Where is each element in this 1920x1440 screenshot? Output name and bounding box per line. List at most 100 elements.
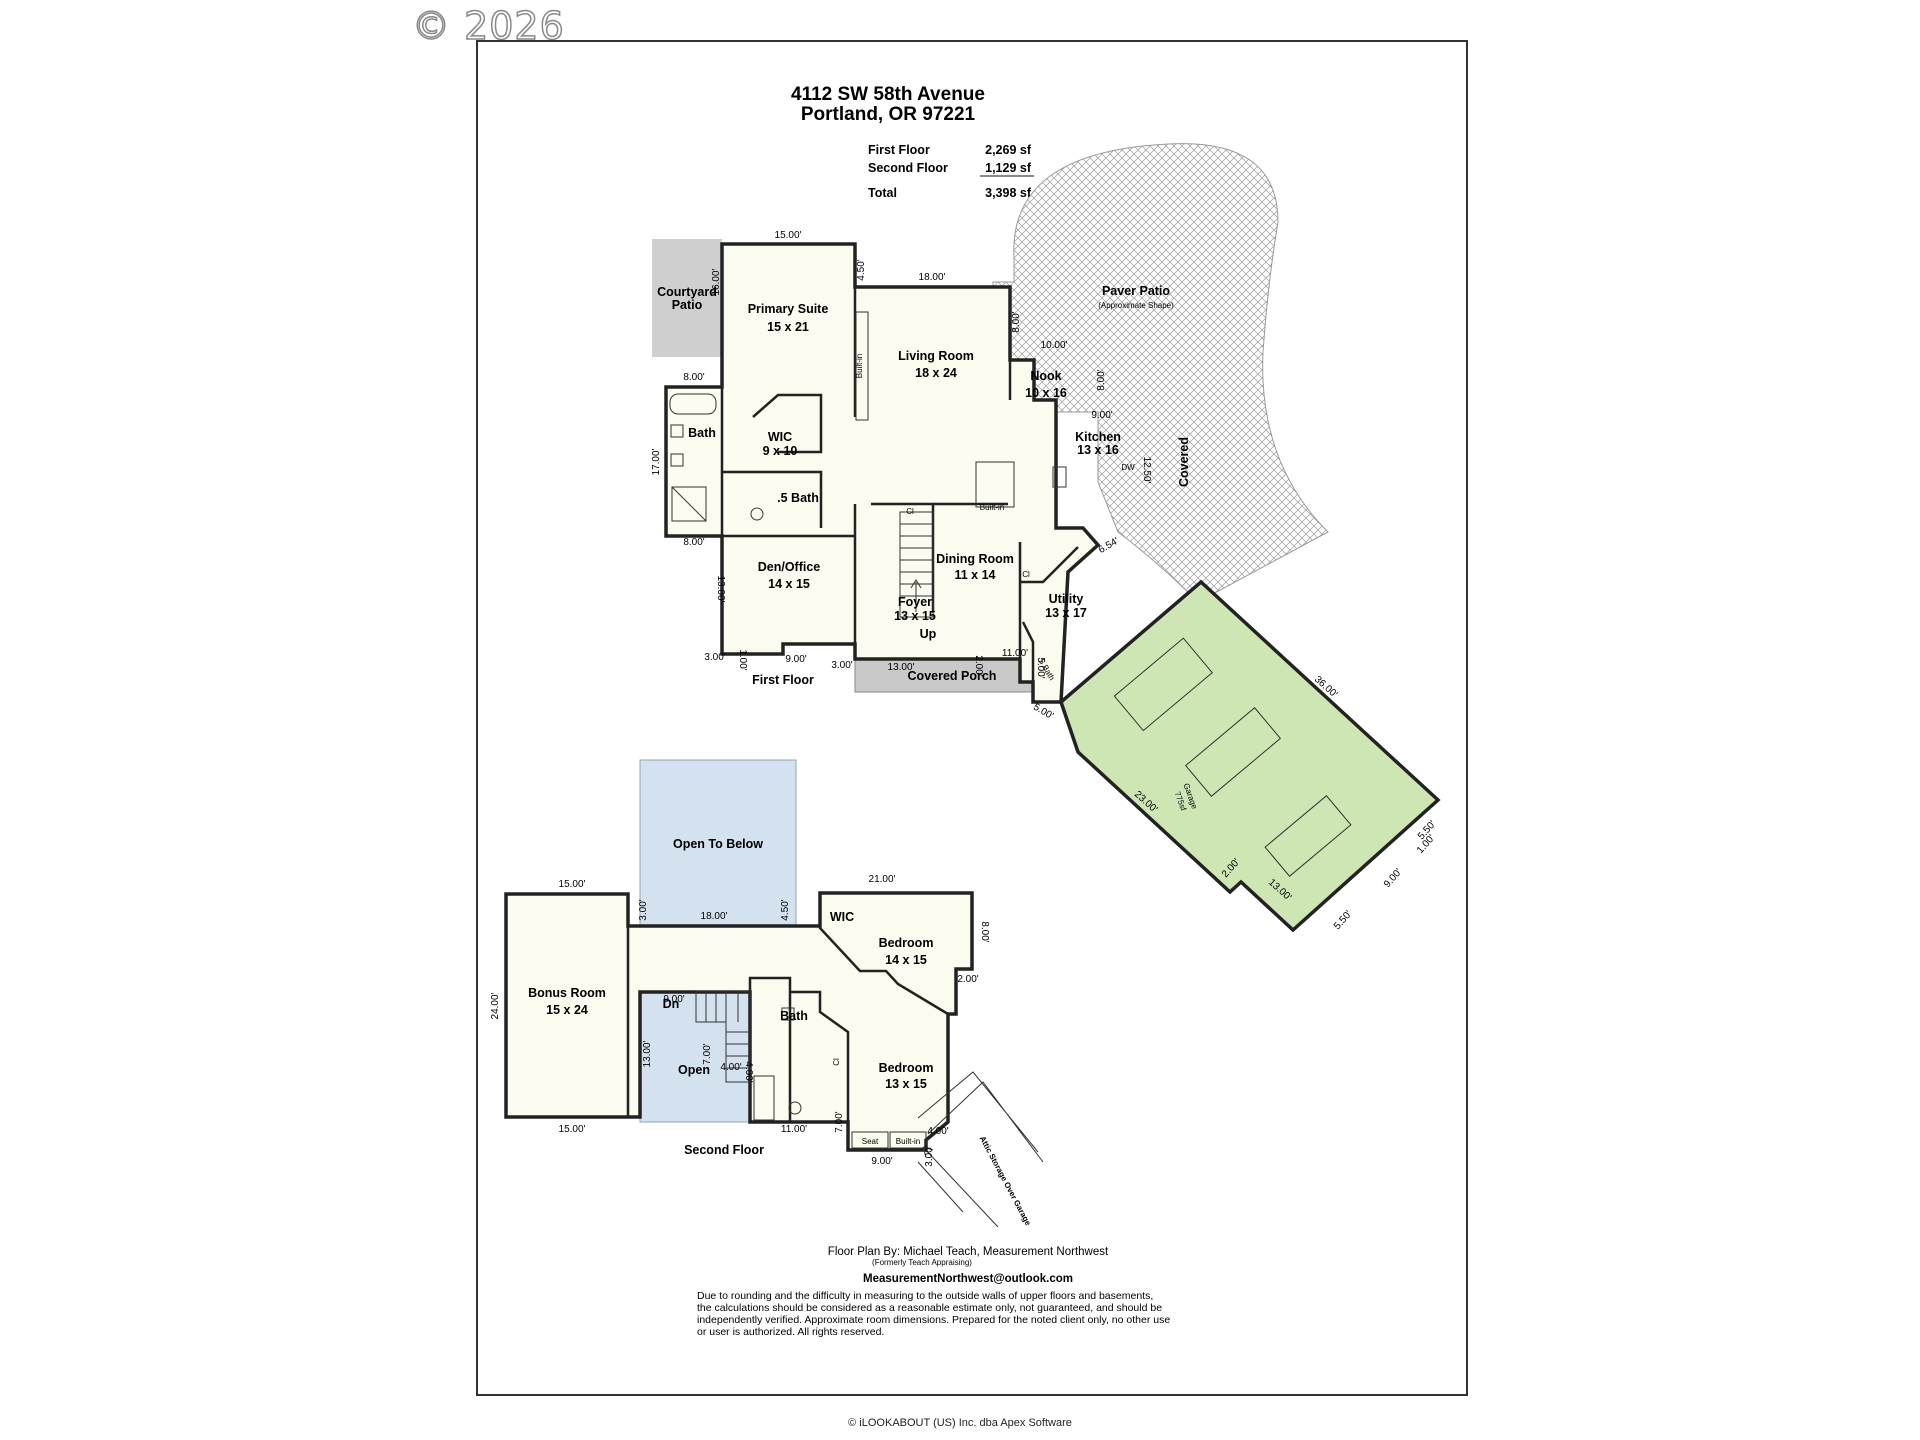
dimension-label: 4.00' <box>927 1126 948 1137</box>
dimension-label: 24.00' <box>490 992 501 1019</box>
room-label-primary-suite: Primary Suite <box>748 302 829 316</box>
sink <box>670 453 684 467</box>
dimension-label: 8.00' <box>683 372 704 383</box>
room-size-bonus: 15 x 24 <box>546 1003 588 1017</box>
area-label: Second Floor <box>868 161 948 175</box>
dimension-label: 7.00' <box>834 1111 845 1132</box>
first-floor-outline <box>664 242 1101 704</box>
room-label-paver-patio: Paver Patio <box>1102 284 1170 298</box>
fixture-up: Up <box>920 627 937 641</box>
room-label-den: Den/Office <box>758 560 821 574</box>
room-size-utility: 13 x 17 <box>1045 606 1087 620</box>
second-floor-fixtures <box>695 990 1044 1228</box>
first-floor-interior-walls <box>720 287 1079 682</box>
credits-author: Floor Plan By: Michael Teach, Measuremen… <box>828 1246 1109 1258</box>
room-size-den: 14 x 15 <box>768 577 810 591</box>
kitchen-island <box>975 461 1015 508</box>
dimension-label: 6.54' <box>1097 536 1121 556</box>
fixture-builtin: Built-in <box>896 1137 920 1146</box>
second-floor-outline <box>504 891 974 1152</box>
room-label-open-to-below: Open To Below <box>673 837 763 851</box>
dimension-label: 9.00' <box>1091 410 1112 421</box>
floor-plan-drawing: 4112 SW 58th Avenue Portland, OR 97221 F… <box>490 84 1441 1338</box>
room-label-covered-porch: Covered Porch <box>908 669 997 683</box>
area-value: 1,129 sf <box>985 161 1032 175</box>
fixture-dishwasher: DW <box>1121 463 1135 472</box>
courtyard-patio-area <box>652 239 722 357</box>
dimension-label: 3.00' <box>831 660 852 671</box>
room-label-half-bath: .5 Bath <box>777 491 819 505</box>
fixture-closet: Cl <box>832 1058 841 1066</box>
second-floor-plan: Open To Below Bonus Room 15 x 24 WIC Bed… <box>490 759 1044 1228</box>
room-size-kitchen: 13 x 16 <box>1077 443 1119 457</box>
fixture-seat: Seat <box>862 1137 879 1146</box>
disclaimer-line: or user is authorized. All rights reserv… <box>697 1326 884 1338</box>
room-label-bath: Bath <box>780 1009 808 1023</box>
dimension-label: 21.00' <box>869 874 896 885</box>
second-floor-interior-walls <box>626 893 949 1122</box>
dimension-label: 8.00' <box>1011 311 1022 332</box>
dimension-label: 3.00' <box>924 1145 935 1166</box>
disclaimer-line: the calculations should be considered as… <box>697 1302 1162 1314</box>
fixture-builtin-vertical: Built-in <box>855 354 864 378</box>
range <box>1052 466 1067 488</box>
covered-porch-area <box>854 658 1050 693</box>
floor-label-first: First Floor <box>752 673 814 687</box>
room-label-dining: Dining Room <box>936 552 1014 566</box>
room-label-courtyard-patio-2: Patio <box>672 298 703 312</box>
dimension-label: 5.50' <box>1332 909 1355 932</box>
room-sub-paver-patio: (Approximate Shape) <box>1098 301 1174 310</box>
attic-roof-line <box>917 1071 1044 1213</box>
disclaimer-line: independently verified. Approximate room… <box>697 1314 1170 1326</box>
area-value: 2,269 sf <box>985 143 1032 157</box>
fixture-closet: Cl <box>906 507 914 516</box>
dimension-label: 2.00' <box>973 655 984 676</box>
room-label-bedroom-1: Bedroom <box>879 936 934 950</box>
bathtub <box>669 393 717 415</box>
room-size-nook: 10 x 16 <box>1025 386 1067 400</box>
room-label-courtyard-patio: Courtyard <box>657 285 717 299</box>
floor-plan-sheet: 4112 SW 58th Avenue Portland, OR 97221 F… <box>476 40 1468 1396</box>
fixture-closet-utility: Cl <box>1022 570 1030 579</box>
room-label-kitchen: Kitchen <box>1075 430 1121 444</box>
room-size-bedroom-2: 13 x 15 <box>885 1077 927 1091</box>
toilet <box>750 507 764 521</box>
builtin-cabinet <box>889 1131 927 1149</box>
second-floor-dimensions: 15.00' 3.00' 18.00' 4.50' 21.00' 8.00' 2… <box>490 874 990 1167</box>
room-label-bonus: Bonus Room <box>528 986 606 1000</box>
garage-area <box>1058 579 1441 933</box>
room-label-covered: Covered <box>1177 437 1191 487</box>
first-floor-plan: Courtyard Patio Primary Suite 15 x 21 Li… <box>651 143 1441 933</box>
floor-label-second: Second Floor <box>684 1143 764 1157</box>
software-credit-footer: © iLOOKABOUT (US) Inc. dba Apex Software <box>848 1417 1072 1429</box>
dimension-label: 12.50' <box>1141 457 1152 484</box>
open-to-below-area <box>639 759 797 927</box>
shower <box>671 486 707 522</box>
dimension-label: 3.00' <box>638 899 649 920</box>
dimension-label: 9.00' <box>1382 867 1405 890</box>
sink <box>670 424 684 438</box>
dimension-label: 8.00' <box>979 921 990 942</box>
dimension-label: 15.00' <box>775 230 802 241</box>
window-seat <box>851 1131 889 1149</box>
dimension-label: 3.00' <box>704 652 725 663</box>
credits-block: Floor Plan By: Michael Teach, Measuremen… <box>697 1246 1170 1338</box>
credits-former-name: (Formerly Teach Appraising) <box>872 1258 972 1267</box>
dimension-label: 5.00' <box>1035 657 1046 678</box>
fixture-builtin-stairs: Built-in <box>980 503 1004 512</box>
dimension-label: 10.00' <box>1041 340 1068 351</box>
room-label-living-room: Living Room <box>898 349 974 363</box>
room-size-wic: 9 x 10 <box>763 444 798 458</box>
toilet <box>788 1101 802 1115</box>
dimension-label: 9.00' <box>785 654 806 665</box>
dimension-label: 4.00' <box>743 1061 754 1082</box>
bathtub <box>753 1075 775 1121</box>
area-table: First Floor 2,269 sf Second Floor 1,129 … <box>868 143 1034 200</box>
dimension-label: 18.00' <box>919 272 946 283</box>
staircase <box>695 990 751 1083</box>
room-label-bedroom-2: Bedroom <box>879 1061 934 1075</box>
sink <box>781 1007 795 1021</box>
dimension-label: 4.00' <box>720 1062 741 1073</box>
dimension-label: 11.00' <box>781 1124 807 1135</box>
room-size-primary-suite: 15 x 21 <box>767 320 809 334</box>
